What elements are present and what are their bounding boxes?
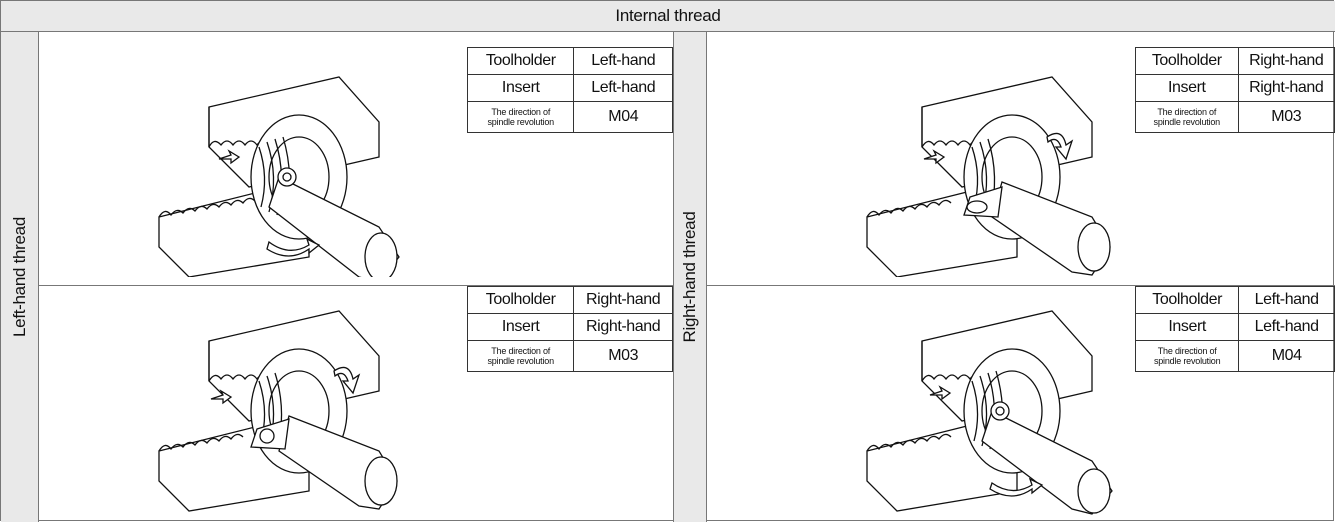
insert-value: Left-hand: [1238, 313, 1335, 341]
spindle-label: The direction of spindle revolution: [1134, 340, 1240, 372]
spindle-label: The direction of spindle revolution: [466, 340, 575, 372]
thread-turning-illustration: [158, 310, 398, 512]
cell-right-top: Toolholder Right-hand Insert Right-hand …: [707, 32, 1335, 285]
insert-value: Right-hand: [1237, 74, 1335, 102]
toolholder-label: Toolholder: [466, 286, 575, 314]
toolholder-label: Toolholder: [1134, 286, 1240, 314]
spindle-label-line1: The direction of: [1157, 107, 1217, 117]
table-title-text: Internal thread: [615, 6, 721, 25]
insert-label: Insert: [466, 313, 575, 341]
spindle-label-line1: The direction of: [1157, 346, 1217, 356]
toolholder-value: Left-hand: [1238, 286, 1335, 314]
spec-table: Toolholder Left-hand Insert Left-hand Th…: [1134, 286, 1335, 372]
spindle-label: The direction of spindle revolution: [1135, 101, 1239, 133]
toolholder-value: Right-hand: [573, 286, 673, 314]
toolholder-value: Right-hand: [1237, 47, 1335, 75]
toolholder-label: Toolholder: [1135, 47, 1239, 75]
spindle-value: M03: [1237, 101, 1335, 133]
spindle-value: M04: [573, 101, 673, 133]
insert-label: Insert: [466, 74, 575, 102]
insert-label: Insert: [1134, 313, 1240, 341]
insert-value: Left-hand: [573, 74, 673, 102]
left-hand-thread-text: Left-hand thread: [9, 217, 29, 337]
right-hand-thread-label: Right-hand thread: [673, 32, 707, 522]
toolholder-label: Toolholder: [466, 47, 575, 75]
spindle-value: M04: [1238, 340, 1335, 372]
spindle-label-line2: spindle revolution: [1153, 117, 1221, 127]
cell-left-top: Toolholder Left-hand Insert Left-hand Th…: [39, 32, 673, 285]
thread-turning-illustration: [158, 76, 400, 277]
insert-label: Insert: [1135, 74, 1239, 102]
row-divider-left: [39, 285, 673, 286]
insert-value: Right-hand: [573, 313, 673, 341]
cell-left-bottom: Toolholder Right-hand Insert Right-hand …: [39, 286, 673, 522]
spec-table: Toolholder Left-hand Insert Left-hand Th…: [466, 47, 673, 133]
spindle-label-line1: The direction of: [491, 346, 551, 356]
spec-table: Toolholder Right-hand Insert Right-hand …: [466, 286, 673, 372]
thread-turning-illustration: [866, 310, 1113, 515]
spindle-label-line2: spindle revolution: [487, 356, 554, 366]
thread-turning-illustration: [866, 76, 1111, 277]
cell-right-bottom: Toolholder Left-hand Insert Left-hand Th…: [707, 286, 1335, 522]
spindle-label-line2: spindle revolution: [1153, 356, 1221, 366]
spindle-label-line2: spindle revolution: [487, 117, 555, 127]
spindle-label: The direction of spindle revolution: [466, 101, 575, 133]
right-hand-thread-text: Right-hand thread: [680, 211, 699, 343]
spindle-value: M03: [573, 340, 673, 372]
table-title: Internal thread: [1, 1, 1335, 32]
left-hand-thread-label: Left-hand thread: [1, 32, 39, 522]
toolholder-value: Left-hand: [573, 47, 673, 75]
spec-table: Toolholder Right-hand Insert Right-hand …: [1135, 47, 1335, 133]
row-divider-right: [707, 285, 1335, 286]
spindle-label-line1: The direction of: [491, 107, 551, 117]
